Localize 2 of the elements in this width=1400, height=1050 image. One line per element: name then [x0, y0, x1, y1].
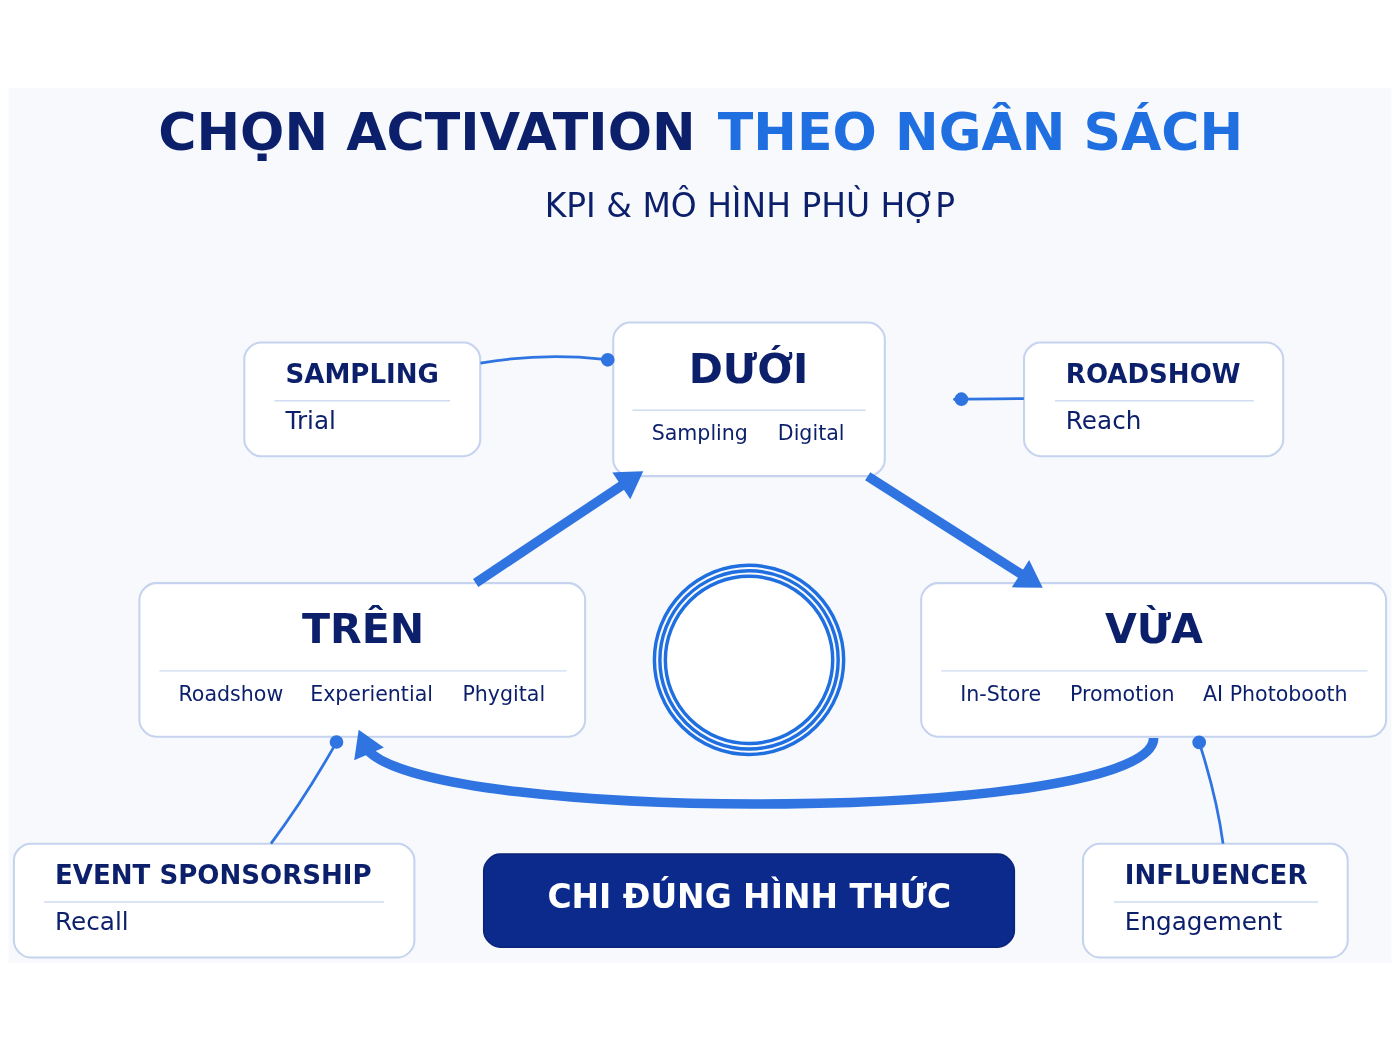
diagram-title: CHỌN ACTIVATION THEO NGÂN SÁCH — [158, 101, 1244, 162]
label: KPI & MÔ HÌNH PHÙ HỢP — [544, 185, 956, 225]
